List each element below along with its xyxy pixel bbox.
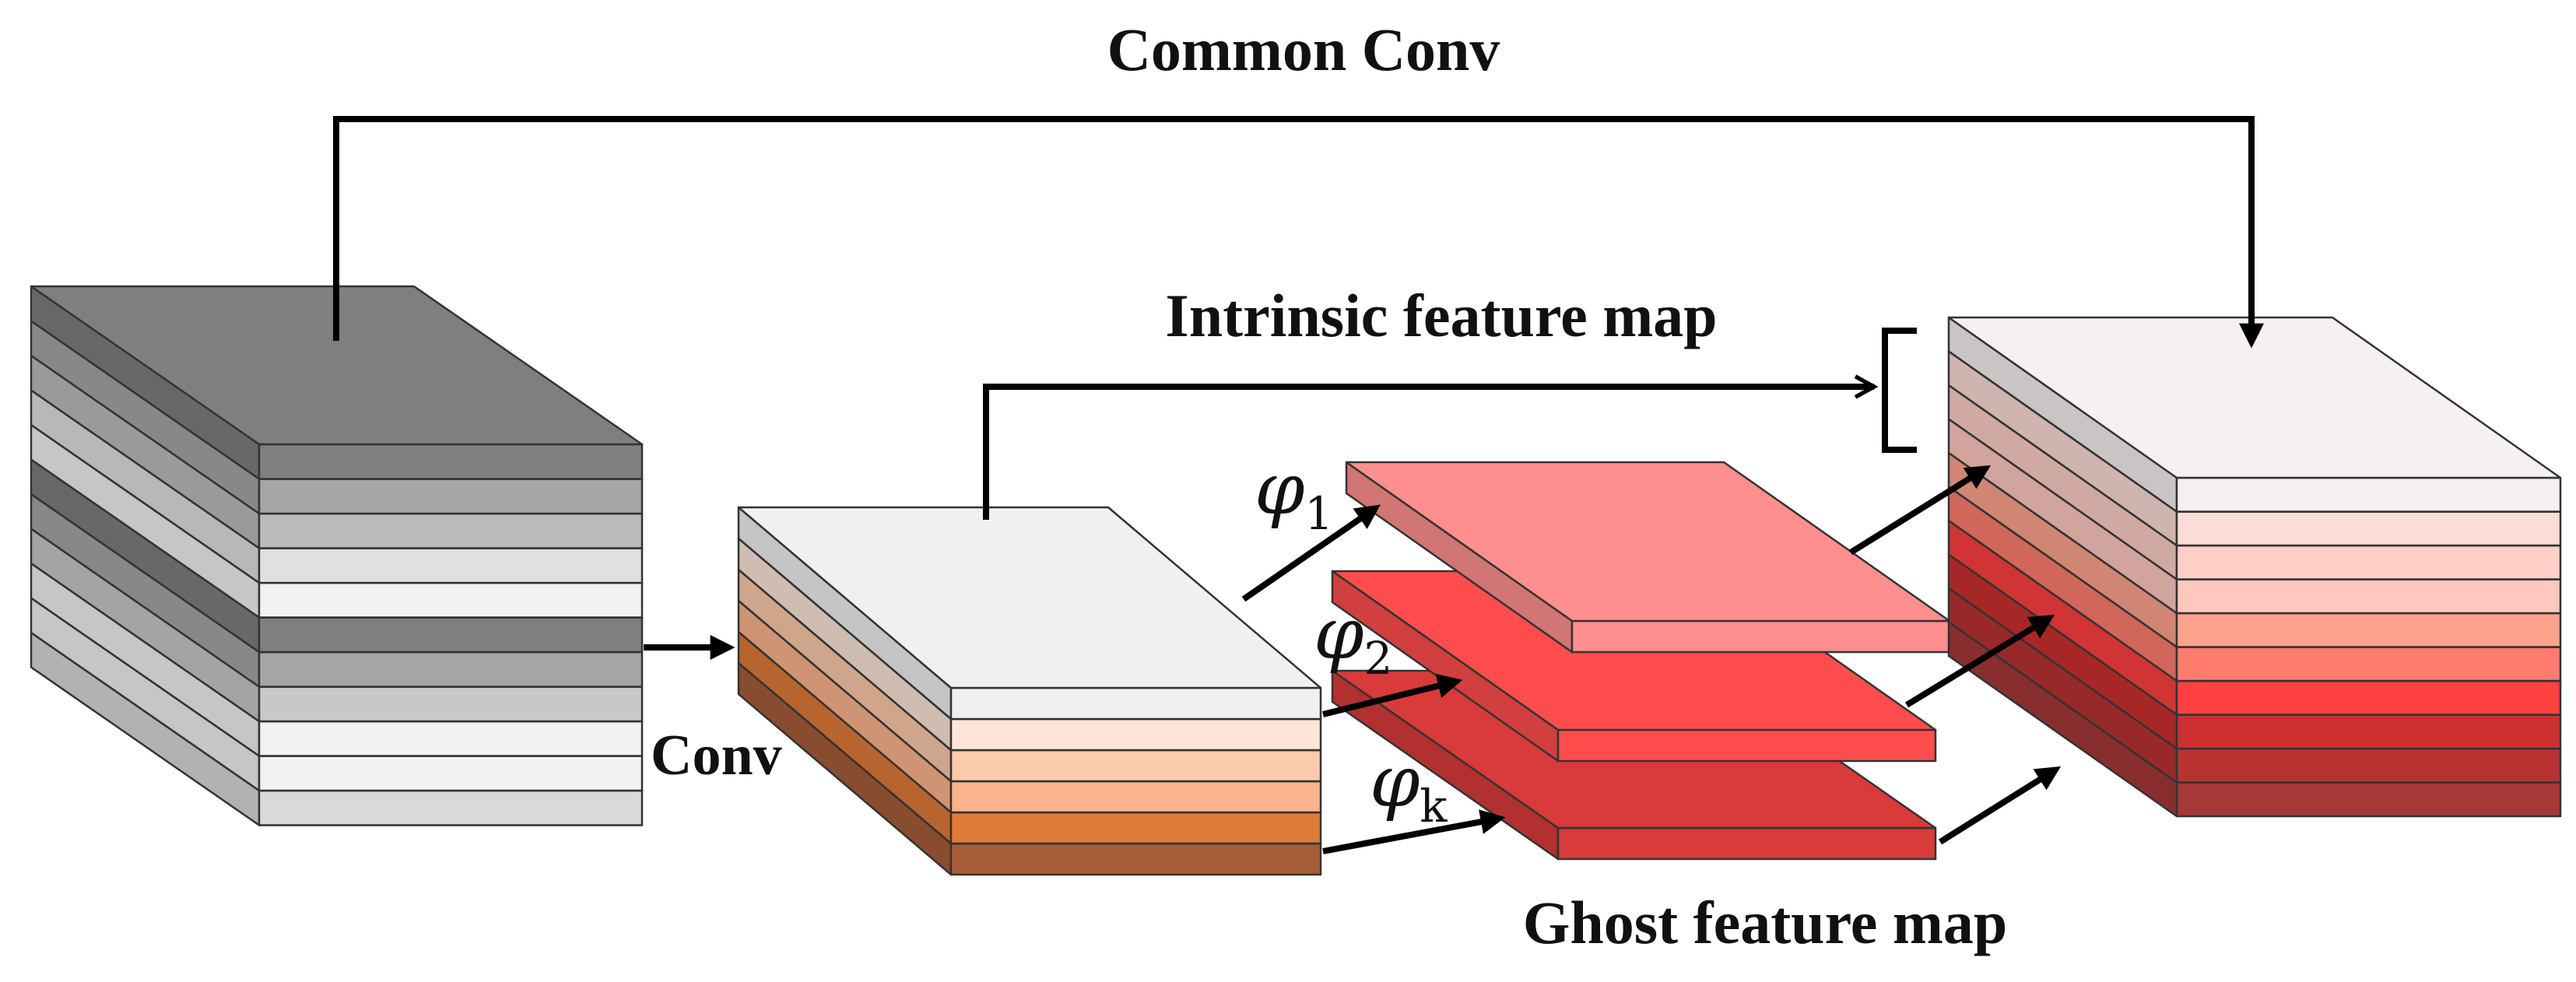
input-stack-slab-6-front — [258, 581, 644, 619]
input-stack-slab-7-front — [258, 547, 644, 584]
conv-label: Conv — [651, 724, 782, 787]
phi1-arrow — [1241, 504, 1381, 602]
ghost1-to-output-arrow — [1848, 465, 1992, 556]
ghostk-to-output-arrow — [1938, 766, 2062, 845]
phi1-label: φ1 — [1255, 447, 1333, 540]
input-stack-slab-10-front — [258, 443, 644, 480]
intrinsic-identity-arrow — [983, 387, 1874, 520]
ghost-feature-map-label: Ghost feature map — [1523, 889, 2008, 956]
phik-label: φk — [1370, 740, 1448, 833]
ghost2-to-output-arrow — [1904, 615, 2055, 708]
output-stack-slab-3-front — [2175, 679, 2562, 716]
intrinsic-feature-stack — [737, 506, 1322, 876]
input-stack-slab-3-front — [258, 686, 644, 723]
ghost-feature-maps — [1331, 461, 1951, 861]
intrinsic-feature-map-label: Intrinsic feature map — [1165, 282, 1717, 349]
output-feature-stack — [1947, 316, 2562, 818]
common-conv-arrow — [333, 116, 2264, 349]
input-stack-slab-5-front — [258, 616, 644, 654]
input-stack-slab-4-front — [258, 651, 644, 688]
input-stack-slab-10-top — [30, 285, 644, 446]
ghost-group-slab-0-front — [1556, 728, 1937, 763]
intrinsic-stack-slab-5-front — [949, 686, 1322, 721]
output-stack-slab-9-top — [1947, 316, 2562, 479]
intrinsic-stack-slab-3-front — [949, 749, 1322, 783]
output-stack-slab-9-front — [2175, 476, 2562, 513]
common-conv-label: Common Conv — [1107, 16, 1500, 83]
intrinsic-stack-slab-1-front — [949, 811, 1322, 845]
phi2-label: φ2 — [1314, 592, 1392, 685]
intrinsic-stack-slab-2-front — [949, 780, 1322, 814]
phi2-arrow — [1322, 673, 1463, 717]
input-stack-slab-9-front — [258, 478, 644, 515]
ghost-group-slab-0-front — [1571, 619, 1951, 654]
input-feature-stack — [30, 285, 644, 826]
input-stack-slab-8-front — [258, 512, 644, 549]
input-stack-slab-0-front — [258, 789, 644, 826]
output-stack-slab-7-front — [2175, 544, 2562, 580]
output-stack-slab-1-front — [2175, 747, 2562, 784]
intrinsic-stack-slab-0-front — [949, 842, 1322, 876]
ghost-group-slab-0-front — [1556, 826, 1937, 861]
output-stack-slab-4-front — [2175, 646, 2562, 682]
input-stack-slab-1-front — [258, 755, 644, 792]
output-stack-slab-2-front — [2175, 714, 2562, 750]
output-stack-slab-5-front — [2175, 612, 2562, 648]
intrinsic-stack-slab-4-front — [949, 717, 1322, 752]
input-stack-slab-2-front — [258, 720, 644, 757]
output-stack-slab-0-front — [2175, 781, 2562, 818]
output-stack-slab-8-front — [2175, 510, 2562, 547]
phik-arrow — [1322, 809, 1506, 854]
intrinsic-bracket — [1882, 328, 1917, 453]
output-stack-slab-6-front — [2175, 578, 2562, 615]
